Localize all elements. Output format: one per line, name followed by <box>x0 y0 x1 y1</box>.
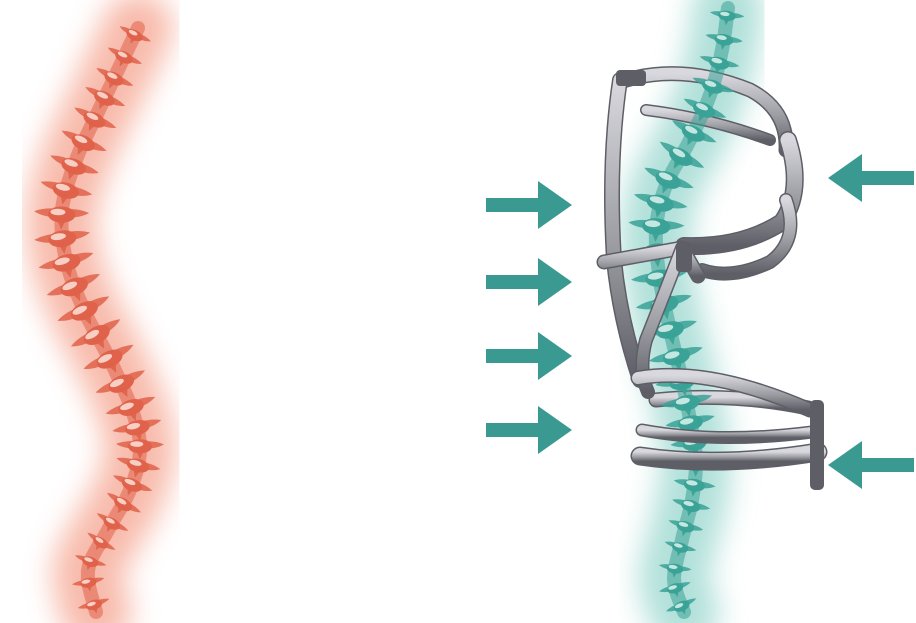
right-pointing-arrow <box>486 258 572 306</box>
curved-spine-illustration <box>0 0 260 623</box>
left-pointing-arrow <box>828 441 914 489</box>
pelvic-band <box>640 452 818 461</box>
arrow-shape <box>828 441 914 489</box>
chest-buckle <box>676 242 692 272</box>
left-pointing-arrow <box>828 154 914 202</box>
braced-spine-illustration <box>470 0 916 623</box>
pelvic-buckle <box>810 400 824 490</box>
arrow-shape <box>486 258 572 306</box>
arrow-shape <box>486 181 572 229</box>
braced-spine-svg <box>470 0 916 623</box>
shoulder-buckle <box>616 70 646 86</box>
arrow-shape <box>828 154 914 202</box>
right-pointing-arrow <box>486 332 572 380</box>
right-pointing-arrow <box>486 181 572 229</box>
arrow-shape <box>486 406 572 454</box>
right-pointing-arrow <box>486 406 572 454</box>
curved-spine-svg <box>0 0 260 623</box>
arrow-shape <box>486 332 572 380</box>
